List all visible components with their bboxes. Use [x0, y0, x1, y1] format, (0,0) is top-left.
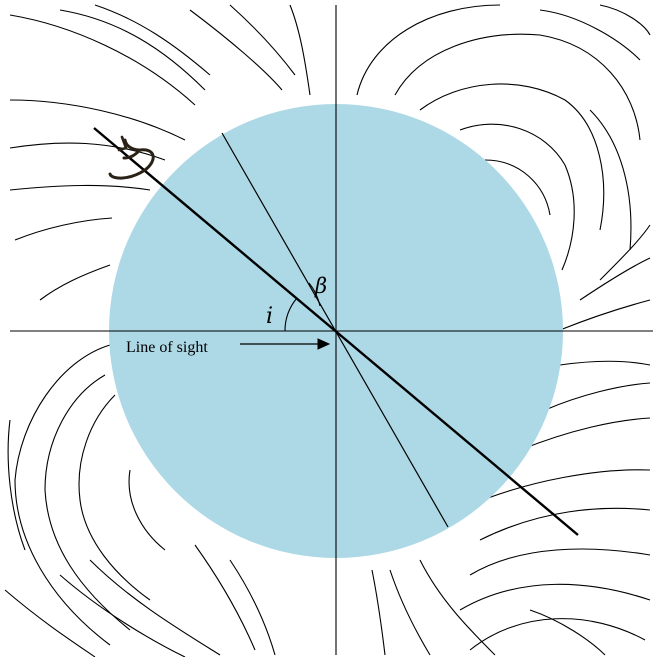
field-line [229, 4, 296, 76]
field-line [44, 374, 131, 631]
field-line [4, 589, 96, 657]
field-line [371, 569, 386, 656]
field-line [484, 159, 551, 216]
rotation-axis [93, 127, 579, 536]
field-line [59, 574, 186, 657]
field-line [459, 123, 575, 271]
field-line [519, 417, 651, 451]
field-lines [4, 4, 651, 657]
field-line [94, 4, 211, 76]
inclination-label: i [266, 304, 273, 329]
field-line [579, 257, 651, 301]
field-line [544, 382, 651, 411]
field-line [389, 569, 431, 656]
field-line [469, 618, 646, 651]
field-line [14, 344, 111, 646]
field-line [289, 4, 311, 96]
obliquity-label: β [314, 274, 327, 298]
field-line [599, 4, 651, 36]
field-line [14, 217, 113, 241]
field-line [559, 299, 651, 331]
axes [10, 5, 653, 655]
field-line [419, 559, 496, 656]
curved-rotation-arrow-icon [108, 135, 155, 180]
field-line [78, 394, 151, 601]
obliquity-arc [308, 282, 321, 307]
field-line [9, 14, 196, 106]
field-line [59, 9, 206, 91]
field-line [9, 142, 166, 161]
field-line [469, 469, 651, 506]
field-line [356, 4, 501, 96]
field-line [599, 224, 651, 281]
field-line [39, 264, 111, 301]
field-line [9, 99, 186, 141]
field-line [589, 109, 632, 251]
field-line [459, 583, 651, 611]
right-arrow-icon [240, 338, 331, 350]
field-line [7, 419, 26, 551]
line-of-sight-label: Line of sight [126, 339, 208, 356]
field-line [479, 507, 651, 541]
field-line [529, 609, 606, 656]
field-line [89, 559, 221, 656]
field-line [9, 184, 151, 191]
field-line [419, 83, 605, 231]
field-line [469, 548, 651, 576]
field-line [394, 33, 641, 141]
field-line [229, 559, 276, 656]
field-line [194, 544, 256, 651]
field-line [539, 9, 641, 61]
field-line [559, 360, 651, 366]
field-line [189, 9, 283, 91]
field-line [128, 469, 166, 551]
inclination-arc [284, 297, 298, 332]
